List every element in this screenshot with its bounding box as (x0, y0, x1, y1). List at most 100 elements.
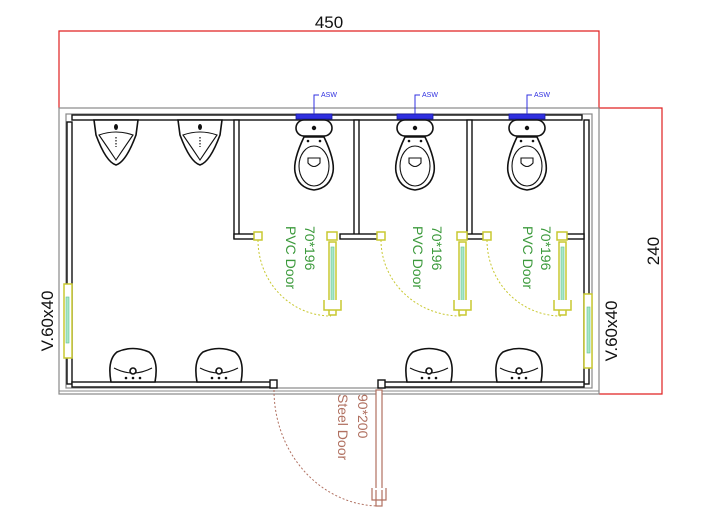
pvc-door-size-label: 70*196 (429, 226, 445, 271)
washbasin-bowl (109, 347, 157, 383)
asw-label: ASW (321, 92, 337, 99)
washbasin-tap-hole (138, 376, 142, 380)
pvc-door-type-label: PVC Door (283, 226, 299, 289)
toilet-seat (506, 136, 548, 191)
toilet-seat (293, 136, 335, 191)
pvc-door-stop (456, 231, 468, 241)
washbasin-drain (215, 367, 223, 375)
entrance-jamb-right (377, 379, 386, 389)
toilet-bowl (511, 145, 543, 187)
toilet-drain (408, 157, 422, 168)
pvc-door-swing-arc (380, 239, 462, 317)
urinal (177, 119, 223, 166)
pvc-door-size-label: 70*196 (302, 226, 318, 271)
urinal-inner (182, 131, 218, 161)
washbasin-tap-hole (217, 376, 221, 380)
washbasin-bowl (495, 347, 543, 383)
asw-label: ASW (422, 92, 438, 99)
asw-label: ASW (534, 92, 550, 99)
toilet-hinge (419, 139, 423, 143)
bottom-wall-left-panel (71, 381, 277, 388)
washbasin-tap-hole (131, 376, 135, 380)
urinal-flush-valve (198, 124, 202, 130)
washbasin-bowl (405, 347, 453, 383)
right-window[interactable]: V.60x40 (583, 293, 621, 369)
pvc-door-size-label: 70*196 (538, 226, 554, 271)
partition-1 (233, 119, 240, 239)
toilet-hinge (318, 139, 322, 143)
pvc-door-handle (553, 300, 572, 311)
steel-door-swing-arc (273, 389, 379, 507)
stall-partitions (233, 119, 585, 240)
washbasin (405, 347, 453, 383)
toilet-hinge (306, 139, 310, 143)
steel-door-leaf (375, 389, 383, 507)
left-window[interactable]: V.60x40 (38, 283, 73, 359)
asw-leader-line (526, 94, 532, 114)
pvc-door-panel (330, 246, 335, 310)
entrance-jamb-left (269, 379, 278, 389)
washbasin-tap-hole (224, 376, 228, 380)
partition-2 (353, 119, 360, 239)
steel-door-type-label: Steel Door (335, 394, 351, 460)
pvc-door-jamb (482, 231, 492, 241)
left-window-label: V.60x40 (38, 291, 57, 352)
washbasin (195, 347, 243, 383)
urinal (93, 119, 139, 166)
entrance-door[interactable]: 90*200 Steel Door (269, 379, 387, 507)
width-dimension: 450 (58, 13, 600, 108)
urinal-flush-valve (114, 124, 118, 130)
urinals (93, 119, 223, 166)
pvc-door-handle (453, 300, 472, 311)
height-dimension-label: 240 (644, 237, 663, 265)
washbasin-tap-hole (524, 376, 528, 380)
urinal-bowl (177, 119, 223, 166)
washbasin-tap-hole (210, 376, 214, 380)
toilet-drain (520, 157, 534, 168)
height-dimension-line (599, 107, 663, 395)
urinal-bowl (93, 119, 139, 166)
washbasin-drain (425, 367, 433, 375)
asw-leader-line (313, 94, 319, 114)
pvc-door-panel (560, 246, 565, 310)
washbasin-bowl (195, 347, 243, 383)
width-dimension-line (58, 30, 600, 108)
partition-3 (466, 119, 473, 239)
toilet-flush-button (412, 125, 418, 131)
pvc-door-panel (460, 246, 465, 310)
left-window-glass (65, 296, 70, 344)
toilet-drain (307, 157, 321, 168)
asw-wall-hung-frame (508, 113, 546, 120)
right-window-glass (586, 306, 591, 354)
toilet-hinge (531, 139, 535, 143)
pvc-door-jamb (376, 231, 386, 241)
pvc-door-type-label: PVC Door (520, 226, 536, 289)
washbasin-tap-hole (510, 376, 514, 380)
toilet: ASW (394, 92, 438, 191)
pvc-door-type-label: PVC Door (410, 226, 426, 289)
partition-4-return (565, 233, 585, 240)
washbasin-tap-hole (427, 376, 431, 380)
outer-wall-outline (58, 107, 600, 395)
pvc-door-jamb (253, 231, 263, 241)
toilet-flush-button (311, 125, 317, 131)
urinal-inner (98, 131, 134, 161)
height-dimension: 240 (599, 107, 663, 395)
left-wall-panel (66, 121, 73, 385)
washbasin-drain (129, 367, 137, 375)
toilet: ASW (293, 92, 337, 191)
washbasin-tap-hole (420, 376, 424, 380)
washbasin (109, 347, 157, 383)
washbasins (109, 347, 543, 383)
toilet-hinge (519, 139, 523, 143)
right-window-label: V.60x40 (602, 301, 621, 362)
toilet-hinge (407, 139, 411, 143)
toilet-flush-button (524, 125, 530, 131)
steel-door-size-label: 90*200 (355, 394, 371, 439)
width-dimension-label: 450 (315, 13, 343, 32)
